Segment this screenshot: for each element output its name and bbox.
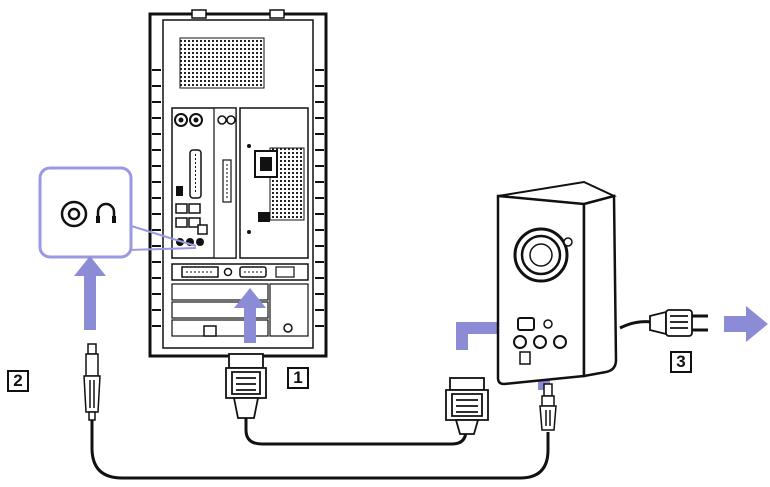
- computer-tower: [148, 9, 328, 358]
- speaker-audio-input: [513, 335, 527, 349]
- arrow-icon: [74, 256, 106, 330]
- top-vent-grill: [179, 37, 265, 89]
- case-ribs: [152, 69, 324, 327]
- arrow-icon: [234, 288, 266, 343]
- callout-leader-line: [127, 224, 197, 247]
- audio-plug-left: [83, 343, 101, 421]
- power-cable: [619, 320, 653, 330]
- usb-port: [175, 217, 188, 228]
- audio-plug-right: [539, 383, 557, 431]
- lan-port: [197, 224, 208, 235]
- power-plug-icon: [649, 309, 708, 337]
- arrow-icon: [724, 306, 768, 342]
- vga-connector-pc: [225, 353, 267, 419]
- headphone-icon: [96, 202, 116, 220]
- usb-port: [188, 217, 201, 228]
- step-label-1: 1: [287, 367, 309, 389]
- headphone-jack-on-tower: [196, 238, 204, 246]
- speaker-vga-input: [517, 317, 535, 331]
- step-label-2: 2: [7, 370, 29, 392]
- speaker-audio-input: [533, 335, 547, 349]
- vga-connector-speaker: [445, 377, 489, 435]
- usb-port: [175, 203, 188, 214]
- audio-cable: [90, 418, 550, 480]
- headphone-jack-callout: [38, 166, 197, 259]
- vga-cable: [244, 418, 468, 446]
- speaker: [496, 180, 618, 386]
- usb-port: [188, 203, 201, 214]
- step-label-3: 3: [670, 351, 692, 373]
